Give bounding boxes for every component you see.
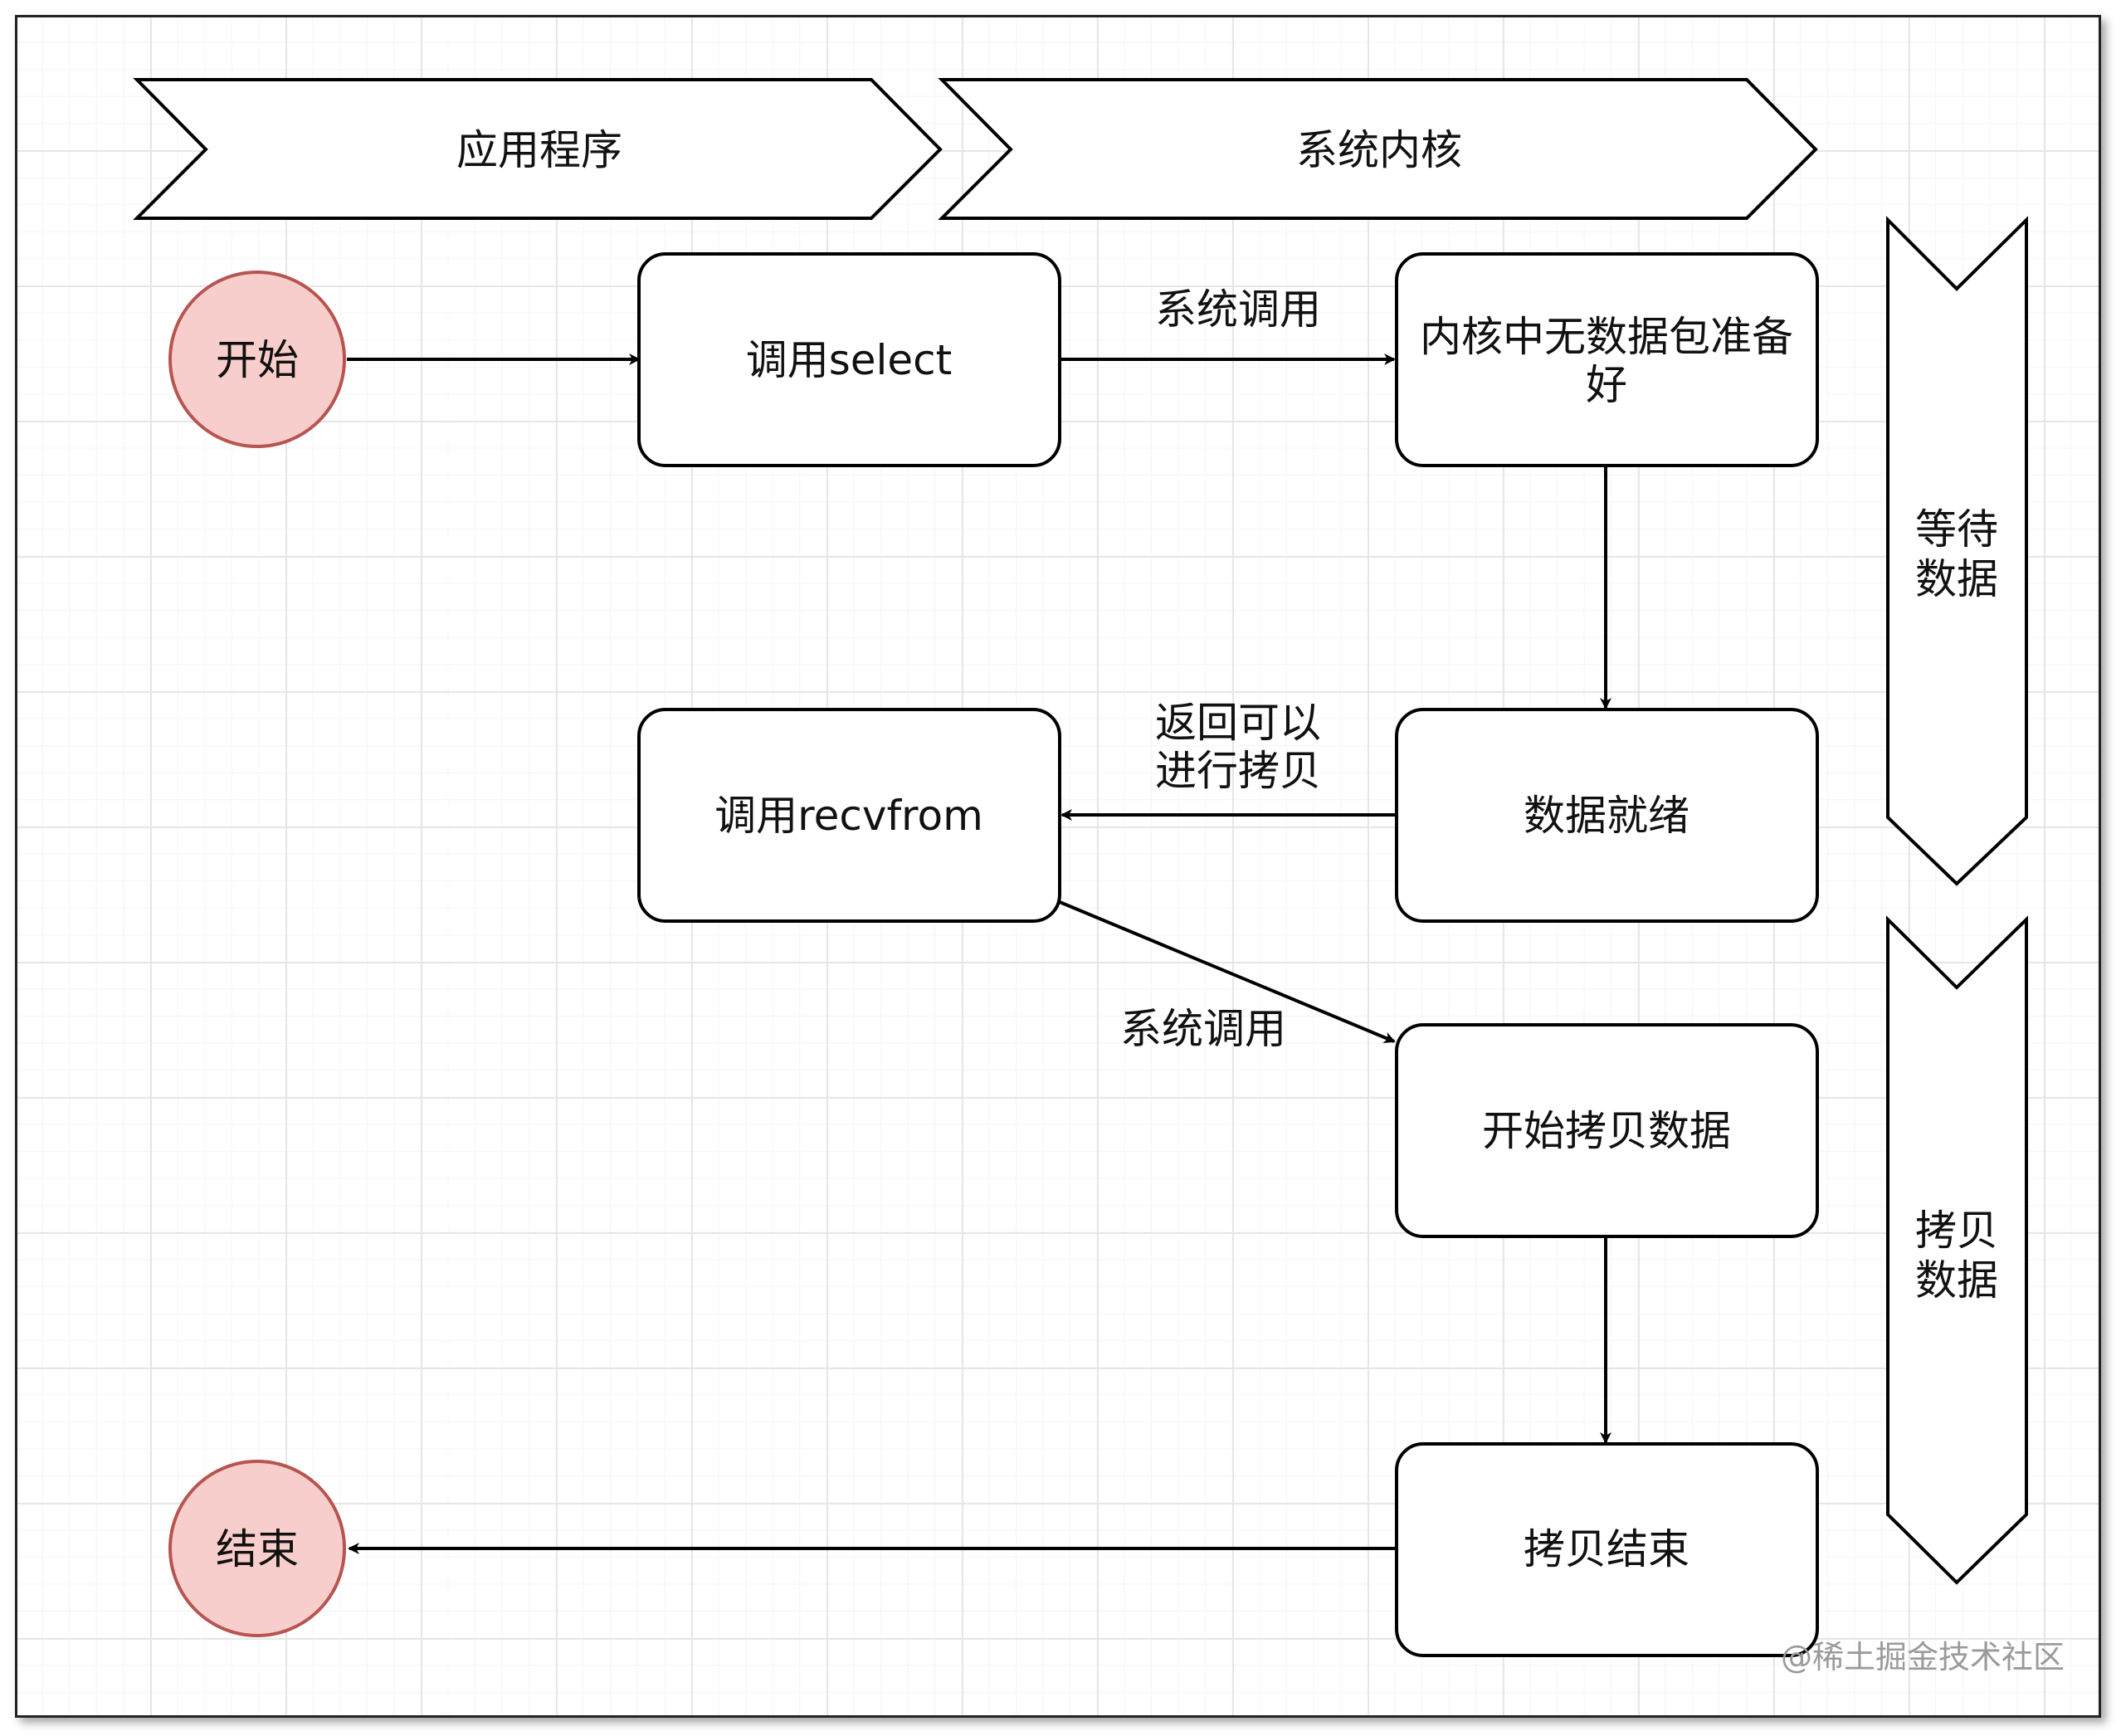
lane-application: 应用程序 xyxy=(133,78,943,220)
end-node: 结束 xyxy=(168,1460,346,1637)
phase-copy-line2: 数据 xyxy=(1915,1256,1998,1304)
edge-label-return-line2: 进行拷贝 xyxy=(1155,747,1321,795)
end-label: 结束 xyxy=(216,1525,299,1573)
node-copy-end: 拷贝结束 xyxy=(1395,1442,1819,1657)
start-label: 开始 xyxy=(216,336,299,384)
phase-wait-line2: 数据 xyxy=(1915,555,1998,603)
phase-wait-data: 等待 数据 xyxy=(1886,216,2028,886)
phase-copy-line1: 拷贝 xyxy=(1915,1207,1998,1255)
node-start-copy-label: 开始拷贝数据 xyxy=(1482,1107,1731,1155)
edge-label-syscall-2: 系统调用 xyxy=(1120,1005,1286,1053)
phase-wait-line1: 等待 xyxy=(1915,505,1998,553)
watermark-text: @稀土掘金技术社区 xyxy=(1781,1639,2065,1675)
lane-kernel-label: 系统内核 xyxy=(1296,126,1462,174)
node-call-select: 调用select xyxy=(637,252,1061,467)
node-kernel-no-data-line2: 好 xyxy=(1586,361,1627,409)
edge-label-return-line1: 返回可以 xyxy=(1155,699,1321,747)
node-start-copy: 开始拷贝数据 xyxy=(1395,1023,1819,1238)
lane-application-label: 应用程序 xyxy=(456,126,622,174)
node-copy-end-label: 拷贝结束 xyxy=(1524,1525,1689,1573)
start-node: 开始 xyxy=(168,271,346,448)
node-call-select-label: 调用select xyxy=(746,336,953,384)
node-data-ready-label: 数据就绪 xyxy=(1524,792,1689,840)
node-call-recvfrom: 调用recvfrom xyxy=(637,708,1061,923)
edge-recvfrom-to-copy xyxy=(1059,900,1396,1043)
node-kernel-no-data: 内核中无数据包准备 好 xyxy=(1395,252,1819,467)
phase-copy-data: 拷贝 数据 xyxy=(1886,915,2028,1585)
edge-label-syscall-1: 系统调用 xyxy=(1155,285,1321,334)
node-kernel-no-data-line1: 内核中无数据包准备 xyxy=(1420,313,1793,361)
node-call-recvfrom-label: 调用recvfrom xyxy=(714,792,983,840)
lane-kernel: 系统内核 xyxy=(938,78,1818,220)
node-data-ready: 数据就绪 xyxy=(1395,708,1819,923)
edges xyxy=(347,354,1611,1554)
